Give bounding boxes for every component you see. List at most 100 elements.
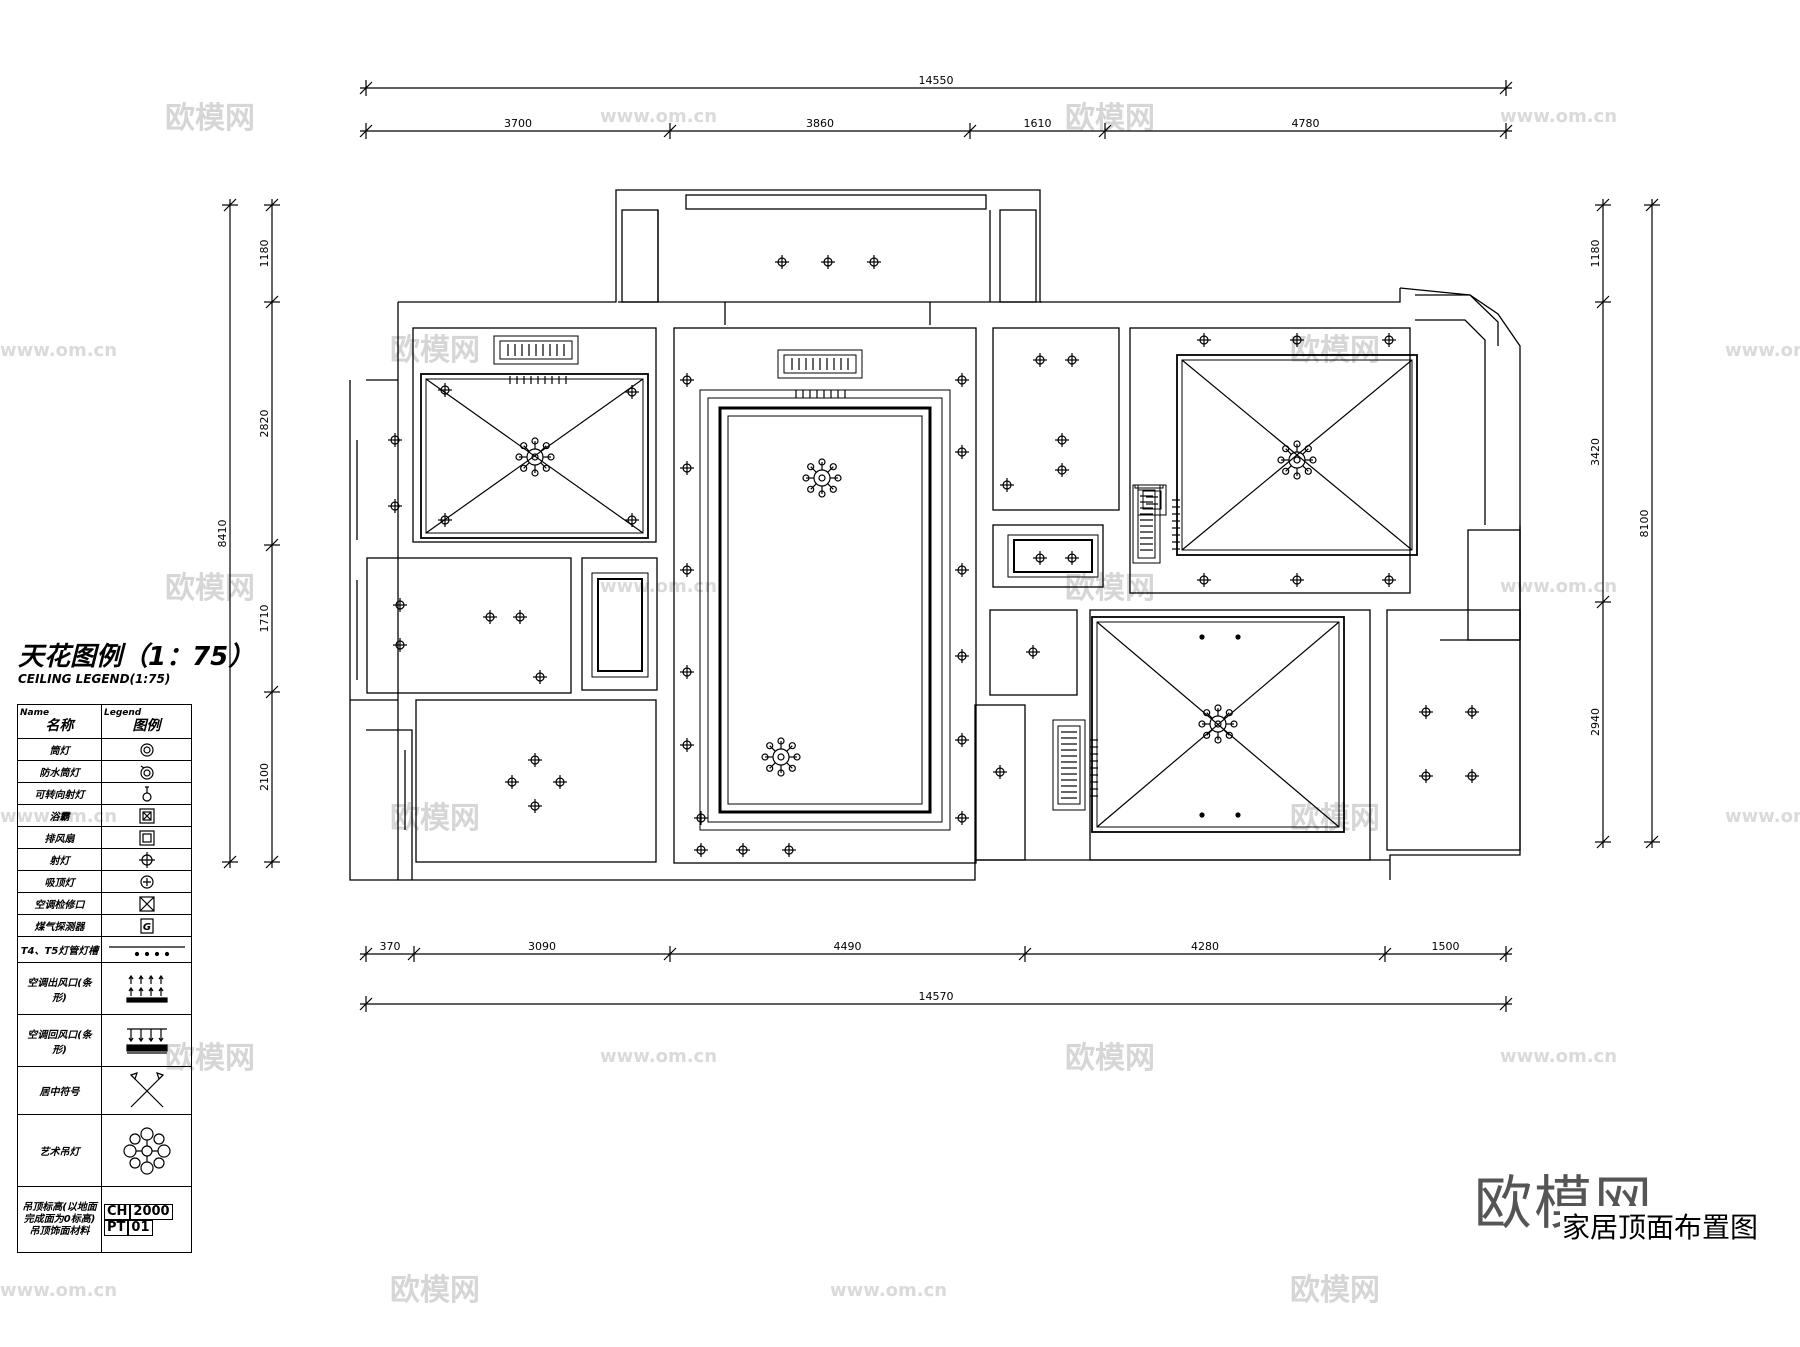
spotlight-icon bbox=[388, 433, 402, 447]
ch-value: 2000 bbox=[130, 1203, 173, 1220]
balcony-column-left bbox=[621, 209, 659, 303]
legend-row-name: 空调出风口(条形) bbox=[17, 962, 102, 1015]
legend-row: 筒灯 bbox=[17, 738, 192, 761]
waterproof-downlight-icon bbox=[101, 760, 192, 783]
spotlight-icon bbox=[867, 255, 881, 269]
ac-return-vent-icon bbox=[101, 1014, 192, 1067]
spotlight-icon bbox=[1382, 333, 1396, 347]
spotlight-icon bbox=[533, 670, 547, 684]
legend-row-name: 空调回风口(条形) bbox=[17, 1014, 102, 1067]
dim-top-total-label: 14550 bbox=[919, 74, 954, 87]
plan-fixtures bbox=[388, 255, 1479, 857]
spotlight-icon bbox=[736, 843, 750, 857]
legend-row-name: 空调检修口 bbox=[17, 892, 102, 915]
legend-row-name: 防水筒灯 bbox=[17, 760, 102, 783]
watermark-text: 欧模网 bbox=[1065, 1041, 1155, 1076]
watermark-text: 欧模网 bbox=[1065, 101, 1155, 136]
legend-row: 防水筒灯 bbox=[17, 760, 192, 783]
spotlight-icon bbox=[993, 765, 1007, 779]
ac-vent-kitchen-inner bbox=[1057, 725, 1081, 805]
watermark-text: 欧模网 bbox=[1290, 333, 1380, 368]
dim-top-seg-label: 4780 bbox=[1292, 117, 1320, 130]
dim-bottom-total-label: 14570 bbox=[919, 990, 954, 1003]
spotlight-icon bbox=[101, 848, 192, 871]
legend-row: 艺术吊灯 bbox=[17, 1114, 192, 1187]
watermark-url: www.om.cn bbox=[830, 1280, 947, 1301]
legend-row-name: 吸顶灯 bbox=[17, 870, 102, 893]
watermark-url: www.om.cn bbox=[600, 106, 717, 127]
dim-right-seg-label: 1180 bbox=[1589, 240, 1602, 268]
dim-top-seg-label: 1610 bbox=[1024, 117, 1052, 130]
room-kitchen bbox=[1089, 609, 1371, 861]
legend-row: 空调出风口(条形) bbox=[17, 962, 192, 1015]
legend-title: 天花图例（1：75） bbox=[18, 642, 255, 672]
legend-row-name: 艺术吊灯 bbox=[17, 1114, 102, 1187]
chandelier-kitchen bbox=[1198, 704, 1238, 744]
spotlight-icon bbox=[528, 753, 542, 767]
watermark-text: 欧模网 bbox=[390, 1273, 480, 1308]
dimension-lines bbox=[222, 80, 1660, 1012]
spotlight-icon bbox=[680, 373, 694, 387]
ceiling-tray-bedroom-a-diag bbox=[425, 378, 644, 534]
spotlight-icon bbox=[1197, 573, 1211, 587]
spotlight-icon bbox=[680, 738, 694, 752]
legend-row: 排风扇 bbox=[17, 826, 192, 849]
room-corridor bbox=[992, 524, 1104, 588]
watermark-text: 欧模网 bbox=[165, 571, 255, 606]
outer-wall-left-bottom bbox=[349, 700, 398, 881]
corridor-frame-inner bbox=[1013, 539, 1093, 573]
spotlight-icon bbox=[1197, 333, 1211, 347]
legend-row: 吸顶灯 bbox=[17, 870, 192, 893]
balcony-rail bbox=[685, 194, 987, 210]
corridor-frame bbox=[1007, 534, 1099, 578]
living-frame-inner bbox=[718, 406, 932, 814]
dim-bottom-seg-label: 3090 bbox=[528, 940, 556, 953]
legend-row: 射灯 bbox=[17, 848, 192, 871]
closet-frame bbox=[591, 572, 649, 678]
plan-walls bbox=[349, 189, 1521, 881]
spotlight-icon bbox=[483, 610, 497, 624]
ac-vent-living-box bbox=[777, 349, 863, 379]
spotlight-icon bbox=[553, 775, 567, 789]
spotlight-icon bbox=[955, 563, 969, 577]
fluorescent-trough-icon bbox=[101, 936, 192, 963]
legend-row: 空调检修口 bbox=[17, 892, 192, 915]
ac-vent-living bbox=[777, 349, 863, 379]
ac-vent-master bbox=[1132, 484, 1161, 564]
watermark-url: www.om.cn bbox=[1500, 576, 1617, 597]
chandelier-master bbox=[1277, 440, 1317, 480]
closet-frame-inner bbox=[597, 578, 643, 672]
chandelier-icon bbox=[101, 1114, 192, 1187]
spotlight-icon bbox=[625, 513, 639, 527]
center-mark-icon bbox=[101, 1066, 192, 1115]
ceiling-tray-master bbox=[1176, 354, 1418, 556]
dim-bottom-seg-label: 1500 bbox=[1432, 940, 1460, 953]
spotlight-icon bbox=[955, 811, 969, 825]
ceiling-tray-master-inner bbox=[1181, 359, 1413, 551]
ceiling-tray-bedroom-a bbox=[420, 373, 649, 539]
spotlight-icon bbox=[680, 563, 694, 577]
spotlight-icon bbox=[775, 255, 789, 269]
svg-text:G: G bbox=[142, 922, 150, 933]
ceiling-tray-master-diag bbox=[1181, 359, 1413, 551]
legend-row: T4、T5灯管灯槽 bbox=[17, 936, 192, 963]
legend-row: 空调回风口(条形) bbox=[17, 1014, 192, 1067]
watermark-url: www.om.cn bbox=[600, 576, 717, 597]
spotlight-icon bbox=[680, 665, 694, 679]
watermark-text: 欧模网 bbox=[1290, 801, 1380, 836]
dim-left-seg-label: 1710 bbox=[258, 605, 271, 633]
legend-row-name: 筒灯 bbox=[17, 738, 102, 761]
dim-left-seg-label: 2820 bbox=[258, 410, 271, 438]
spotlight-icon bbox=[1055, 433, 1069, 447]
bay-window-inner bbox=[1415, 319, 1486, 525]
legend-subtitle: CEILING LEGEND(1:75) bbox=[18, 672, 171, 686]
legend-row: 居中符号 bbox=[17, 1066, 192, 1115]
bath-heater-icon bbox=[101, 804, 192, 827]
ceiling-light-icon bbox=[101, 870, 192, 893]
